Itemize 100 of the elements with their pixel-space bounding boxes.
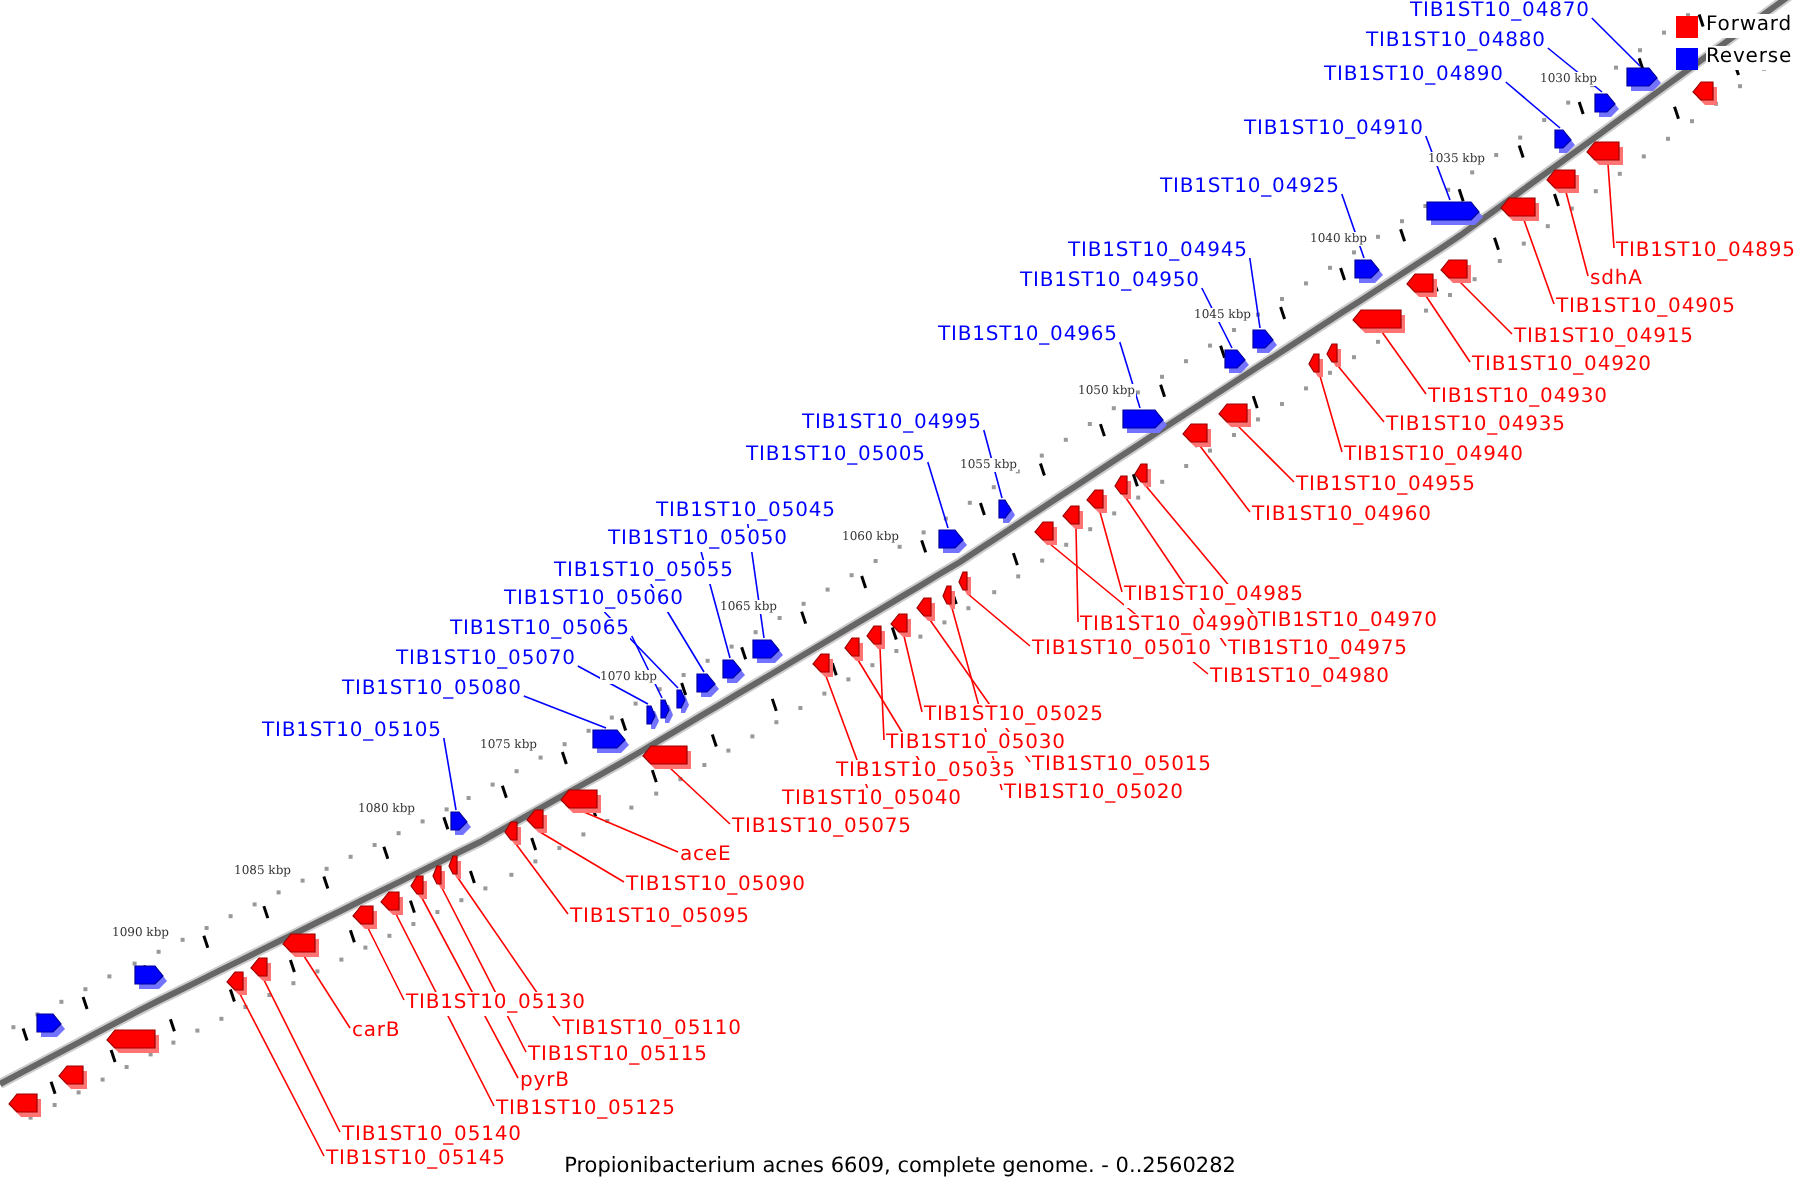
gene-feature — [675, 687, 689, 713]
gene-label: TIB1ST10_04980 — [1210, 666, 1390, 690]
gene-feature — [1593, 91, 1619, 117]
leader-line — [1249, 257, 1261, 329]
gene-feature — [1545, 167, 1579, 193]
legend-label: Reverse — [1706, 46, 1792, 70]
leader-line — [539, 831, 625, 883]
leader-line — [263, 979, 341, 1133]
gene-feature — [1181, 421, 1211, 447]
gene-label: TIB1ST10_05050 — [608, 528, 788, 552]
gene-feature — [7, 1091, 41, 1117]
leader-line — [367, 927, 405, 1001]
gene-label: TIB1ST10_05020 — [1004, 782, 1184, 806]
gene-feature — [281, 931, 319, 957]
gene-label: TIB1ST10_04935 — [1386, 414, 1566, 438]
gene-label: TIB1ST10_04970 — [1258, 610, 1438, 634]
gene-label: TIB1ST10_05040 — [782, 788, 962, 812]
gene-label: TIB1ST10_05090 — [626, 874, 806, 898]
gene-label: TIB1ST10_04870 — [1410, 0, 1590, 24]
gene-label: TIB1ST10_04905 — [1556, 296, 1736, 320]
gene-label: TIB1ST10_04990 — [1080, 614, 1260, 638]
gene-label: TIB1ST10_04880 — [1366, 30, 1546, 54]
gene-label: TIB1ST10_05025 — [924, 704, 1104, 728]
gene-label: TIB1ST10_04945 — [1068, 240, 1248, 264]
gene-feature — [1251, 327, 1277, 353]
gene-feature — [1691, 79, 1717, 105]
leader-line — [239, 993, 325, 1157]
gene-feature — [1585, 139, 1623, 165]
gene-feature — [559, 787, 601, 813]
gene-feature — [811, 651, 833, 677]
gene-label: TIB1ST10_05110 — [562, 1018, 742, 1042]
caption: Propionibacterium acnes 6609, complete genome. - 0..2560282 — [564, 1154, 1236, 1178]
leader-line — [927, 461, 949, 529]
gene-label: TIB1ST10_05065 — [450, 618, 630, 642]
gene-label: TIB1ST10_04895 — [1616, 240, 1796, 264]
gene-feature — [591, 727, 629, 753]
gene-label: TIB1ST10_05045 — [656, 500, 836, 524]
leader-line — [421, 897, 519, 1079]
gene-feature — [503, 819, 521, 845]
gene-feature — [1113, 473, 1131, 499]
gene-label: TIB1ST10_05070 — [396, 648, 576, 672]
gene-feature — [35, 1011, 65, 1037]
leader-line — [1237, 425, 1295, 483]
gene-label: TIB1ST10_05130 — [406, 992, 586, 1016]
gene-feature — [916, 595, 936, 621]
gene-feature — [889, 611, 911, 637]
gene-label: TIB1ST10_04930 — [1428, 386, 1608, 410]
leader-line — [1505, 81, 1561, 129]
gene-label: TIB1ST10_04940 — [1344, 444, 1524, 468]
gene-feature — [645, 703, 659, 729]
gene-label: TIB1ST10_04960 — [1252, 504, 1432, 528]
leader-line — [903, 635, 923, 713]
gene-label: TIB1ST10_04955 — [1296, 474, 1476, 498]
gene-feature — [525, 807, 547, 833]
gene-feature — [941, 583, 955, 609]
legend-label: Forward — [1706, 14, 1793, 38]
gene-feature — [866, 623, 886, 649]
leader-line — [515, 843, 569, 915]
gene-feature — [105, 1027, 159, 1053]
gene-feature — [641, 743, 691, 769]
leader-line — [1425, 295, 1471, 363]
gene-label: TIB1ST10_05140 — [342, 1124, 522, 1148]
gene-label: TIB1ST10_05080 — [342, 678, 522, 702]
gene-feature — [752, 637, 784, 663]
gene-feature — [844, 635, 864, 661]
gene-feature — [380, 889, 404, 915]
gene-feature — [1353, 257, 1383, 283]
gene-label: TIB1ST10_05015 — [1032, 754, 1212, 778]
leader-line — [1523, 219, 1555, 305]
leader-line — [1337, 365, 1385, 423]
gene-feature — [1351, 307, 1405, 333]
gene-label: TIB1ST10_04915 — [1514, 326, 1694, 350]
leader-line — [1459, 281, 1513, 335]
gene-feature — [1425, 199, 1483, 225]
leader-line — [1607, 163, 1615, 249]
gene-feature — [1034, 519, 1058, 545]
gene-label: TIB1ST10_05095 — [570, 906, 750, 930]
gene-feature — [351, 903, 377, 929]
gene-label: TIB1ST10_04950 — [1020, 270, 1200, 294]
gene-feature — [1217, 401, 1251, 427]
gene-feature — [249, 955, 271, 981]
leader-line — [443, 737, 457, 811]
gene-label: TIB1ST10_05055 — [554, 560, 734, 584]
gene-label: TIB1ST10_05125 — [496, 1098, 676, 1122]
gene-label: TIB1ST10_04985 — [1124, 584, 1304, 608]
gene-feature — [1061, 503, 1083, 529]
gene-label: TIB1ST10_04975 — [1228, 638, 1408, 662]
gene-feature — [1440, 257, 1472, 283]
gene-label: TIB1ST10_04920 — [1472, 354, 1652, 378]
gene-label: TIB1ST10_05145 — [326, 1148, 506, 1172]
gene-feature — [1553, 127, 1575, 153]
leader-line — [1075, 527, 1079, 623]
gene-feature — [1223, 347, 1249, 373]
gene-feature — [997, 497, 1015, 523]
leader-line — [1099, 511, 1123, 593]
gene-feature — [957, 569, 971, 595]
gene-feature — [1085, 487, 1107, 513]
gene-feature — [1500, 195, 1540, 221]
gene-label: TIB1ST10_05035 — [836, 760, 1016, 784]
gene-feature — [57, 1063, 87, 1089]
